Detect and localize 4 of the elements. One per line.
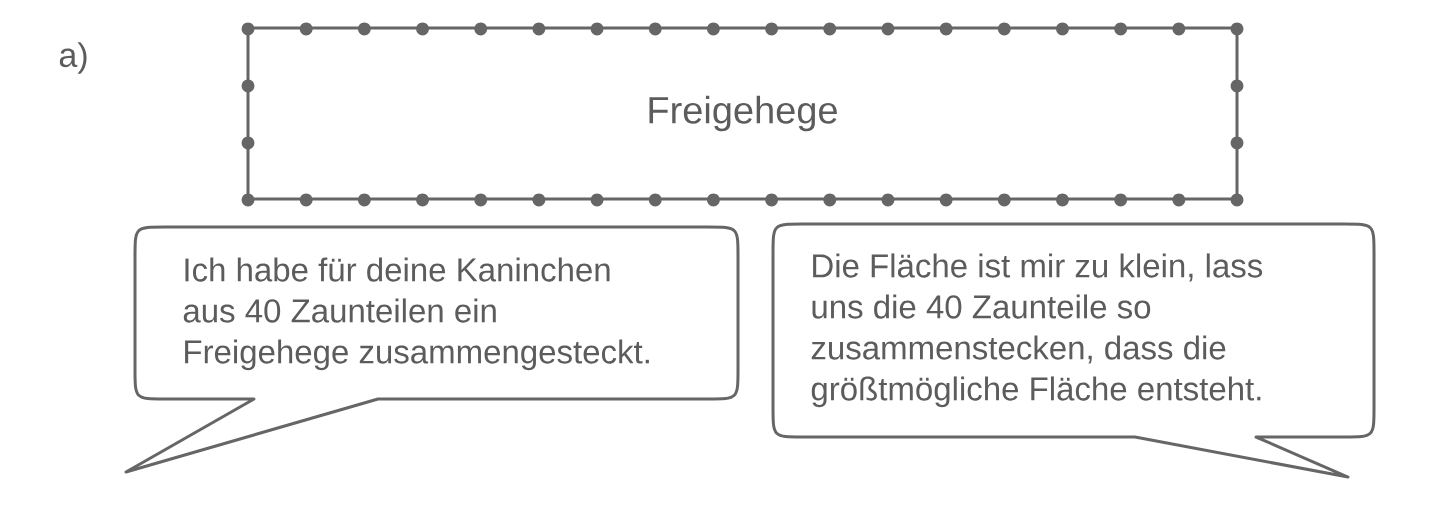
exercise-label: a) xyxy=(59,42,87,74)
speech-bubble: Ich habe für deine Kaninchen aus 40 Zaunteilen ein Freigehege zusammengesteckt. xyxy=(124,225,740,474)
speech-bubble: Die Fläche ist mir zu klein, lass uns die 40 Zaunteile so zusammenstecken, dass die größtmögliche Fläche entsteht. xyxy=(771,222,1376,479)
fence-enclosure: Freigehege xyxy=(246,26,1239,201)
